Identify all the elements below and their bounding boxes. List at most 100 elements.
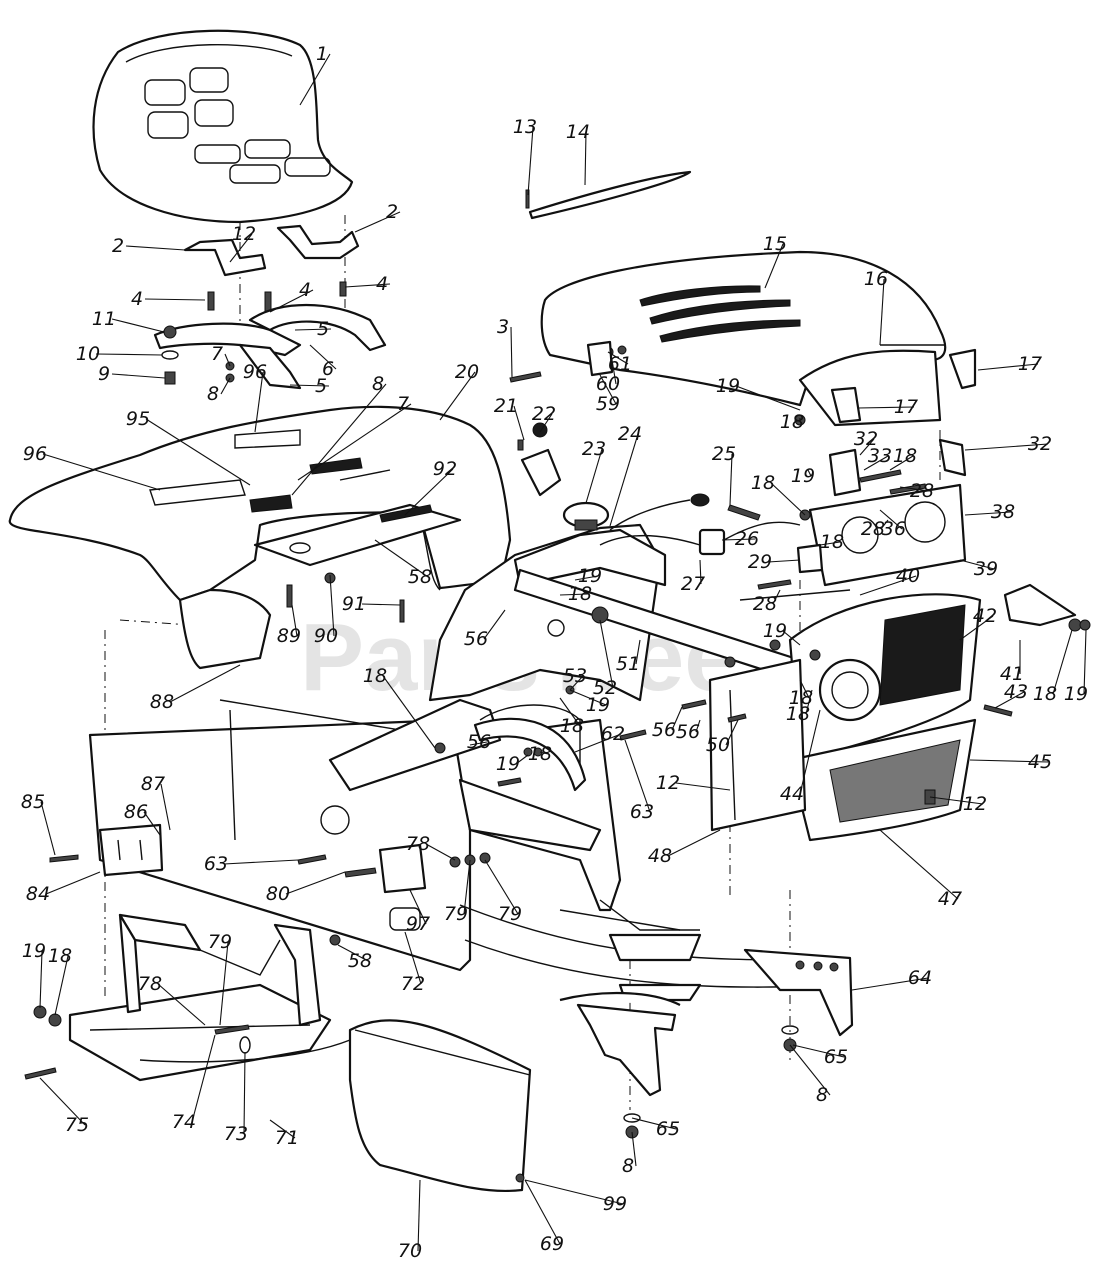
dash-bracket-plate xyxy=(796,438,967,587)
callout-number: 17 xyxy=(1018,353,1042,375)
callout-leader xyxy=(1052,629,1073,695)
callout-leader xyxy=(539,413,553,433)
callout-leader xyxy=(524,1179,624,1205)
callout-leader xyxy=(329,574,335,637)
side-bracket xyxy=(983,583,1091,717)
front-bracket xyxy=(98,823,164,877)
callout-leader xyxy=(374,539,429,578)
callout-leader xyxy=(425,843,456,861)
callout-number: 99 xyxy=(603,1193,627,1215)
callout-leader xyxy=(111,373,166,379)
callout-leader xyxy=(569,689,607,706)
callout-leader xyxy=(559,593,589,596)
callout-leader xyxy=(382,675,436,749)
callout-number: 51 xyxy=(616,653,640,675)
callout-leader xyxy=(725,719,739,746)
callout-leader xyxy=(297,403,412,481)
callout-number: 88 xyxy=(150,691,174,713)
callout-leader xyxy=(40,801,56,856)
callout-number: 19 xyxy=(763,620,787,642)
callout-leader xyxy=(675,782,731,791)
callout-number: 11 xyxy=(92,308,116,330)
callout-leader xyxy=(524,1179,561,1245)
callout-number: 32 xyxy=(1028,433,1052,455)
callout-leader xyxy=(959,615,994,641)
callout-leader xyxy=(863,455,889,471)
callout-leader xyxy=(879,509,903,530)
callout-leader xyxy=(144,298,206,301)
callout-leader xyxy=(770,482,806,516)
callout-number: 56 xyxy=(652,719,676,741)
callout-number: 42 xyxy=(973,605,997,627)
callout-number: 18 xyxy=(820,531,844,553)
callout-leader xyxy=(699,559,702,585)
callout-leader xyxy=(767,559,801,563)
callout-leader xyxy=(157,983,206,1026)
callout-number: 28 xyxy=(910,480,934,502)
callout-number: 63 xyxy=(630,801,654,823)
callout-leader xyxy=(879,278,885,346)
callout-leader xyxy=(574,733,622,753)
front-panel xyxy=(788,718,977,842)
callout-leader xyxy=(404,931,422,985)
callout-number: 96 xyxy=(23,443,47,465)
callout-number: 18 xyxy=(48,945,72,967)
callout-number: 50 xyxy=(706,734,730,756)
fender xyxy=(8,405,512,670)
callout-number: 95 xyxy=(126,408,150,430)
callout-number: 28 xyxy=(861,518,885,540)
callout-number: 64 xyxy=(908,967,932,989)
callout-leader xyxy=(337,944,369,962)
callout-number: 75 xyxy=(65,1114,89,1136)
wheel-well xyxy=(473,717,587,792)
callout-number: 60 xyxy=(596,373,620,395)
callout-number: 19 xyxy=(496,753,520,775)
callout-number: 19 xyxy=(1064,683,1088,705)
callout-number: 18 xyxy=(789,687,813,709)
callout-number: 2 xyxy=(386,201,398,223)
callout-leader xyxy=(667,829,721,857)
callout-leader xyxy=(513,405,525,441)
callout-leader xyxy=(354,211,401,233)
callout-number: 18 xyxy=(780,411,804,433)
callout-number: 18 xyxy=(363,665,387,687)
callout-leader xyxy=(527,126,534,196)
callout-number: 9 xyxy=(98,363,110,385)
callout-number: 25 xyxy=(712,443,736,465)
callout-number: 8 xyxy=(372,373,384,395)
callout-leader xyxy=(289,384,330,387)
rear-bracket xyxy=(743,948,854,1037)
callout-number: 7 xyxy=(211,343,223,365)
callout-number: 5 xyxy=(317,318,329,340)
callout-leader xyxy=(229,233,253,263)
callout-leader xyxy=(95,353,163,356)
callout-leader xyxy=(294,328,332,331)
grille-housing xyxy=(788,593,982,762)
callout-number: 65 xyxy=(656,1118,680,1140)
callout-number: 48 xyxy=(648,845,672,867)
callout-leader xyxy=(569,675,584,691)
callout-leader xyxy=(799,679,810,699)
callout-leader xyxy=(361,603,401,606)
callout-leader xyxy=(857,406,915,409)
callout-number: 4 xyxy=(299,279,311,301)
callout-leader xyxy=(789,1044,831,1096)
callout-number: 89 xyxy=(277,625,301,647)
callout-number: 1 xyxy=(316,43,328,65)
callout-leader xyxy=(39,1077,86,1126)
callout-number: 3 xyxy=(497,316,509,338)
callout-number: 5 xyxy=(315,375,327,397)
callout-number: 63 xyxy=(204,853,228,875)
callout-number: 22 xyxy=(532,403,556,425)
callout-number: 58 xyxy=(408,566,432,588)
callout-leader xyxy=(695,719,701,733)
callout-number: 13 xyxy=(513,116,537,138)
callout-number: 18 xyxy=(893,445,917,467)
callout-number: 44 xyxy=(780,783,804,805)
callout-number: 14 xyxy=(566,121,590,143)
callout-leader xyxy=(469,741,488,746)
callout-leader xyxy=(54,955,69,1016)
callout-number: 41 xyxy=(1000,663,1024,685)
callout-leader xyxy=(409,889,427,925)
